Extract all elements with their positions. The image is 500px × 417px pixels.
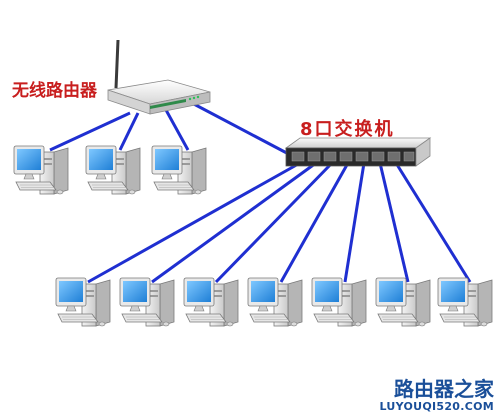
switch-ports — [291, 151, 415, 162]
watermark: 路由器之家 LUYOUQI520.COM — [379, 378, 494, 413]
cable-switch-pc-7 — [394, 162, 472, 283]
cable-switch-pc-2 — [151, 161, 317, 284]
router-label: 无线路由器 — [12, 81, 97, 101]
router-clients — [13, 145, 207, 195]
switch-clients — [55, 277, 493, 327]
pc-switch-client-1 — [55, 277, 111, 327]
pc-switch-client-4 — [247, 277, 303, 327]
cable-router-switch — [189, 100, 301, 162]
cable-switch-pc-5 — [343, 162, 366, 283]
pc-switch-client-6 — [375, 277, 431, 327]
watermark-url: LUYOUQI520.COM — [379, 400, 494, 413]
cable-router-pc-3 — [164, 109, 190, 151]
router-cables — [49, 100, 301, 162]
watermark-brand: 路由器之家 — [394, 377, 494, 401]
switch-icon — [284, 137, 432, 167]
cable-switch-pc-1 — [87, 161, 301, 284]
cable-switch-pc-4 — [279, 162, 350, 283]
switch-label: 8口交换机 — [300, 119, 395, 140]
cable-switch-pc-3 — [214, 161, 334, 284]
pc-router-client-3 — [151, 145, 207, 195]
pc-switch-client-7 — [437, 277, 493, 327]
router-icon — [107, 39, 211, 115]
pc-switch-client-3 — [183, 277, 239, 327]
pc-router-client-1 — [13, 145, 69, 195]
switch-cables — [87, 161, 472, 284]
pc-switch-client-5 — [311, 277, 367, 327]
pc-switch-client-2 — [119, 277, 175, 327]
cable-switch-pc-6 — [378, 162, 410, 283]
cable-router-pc-2 — [118, 112, 140, 151]
pc-router-client-2 — [85, 145, 141, 195]
cable-router-pc-1 — [49, 111, 131, 152]
